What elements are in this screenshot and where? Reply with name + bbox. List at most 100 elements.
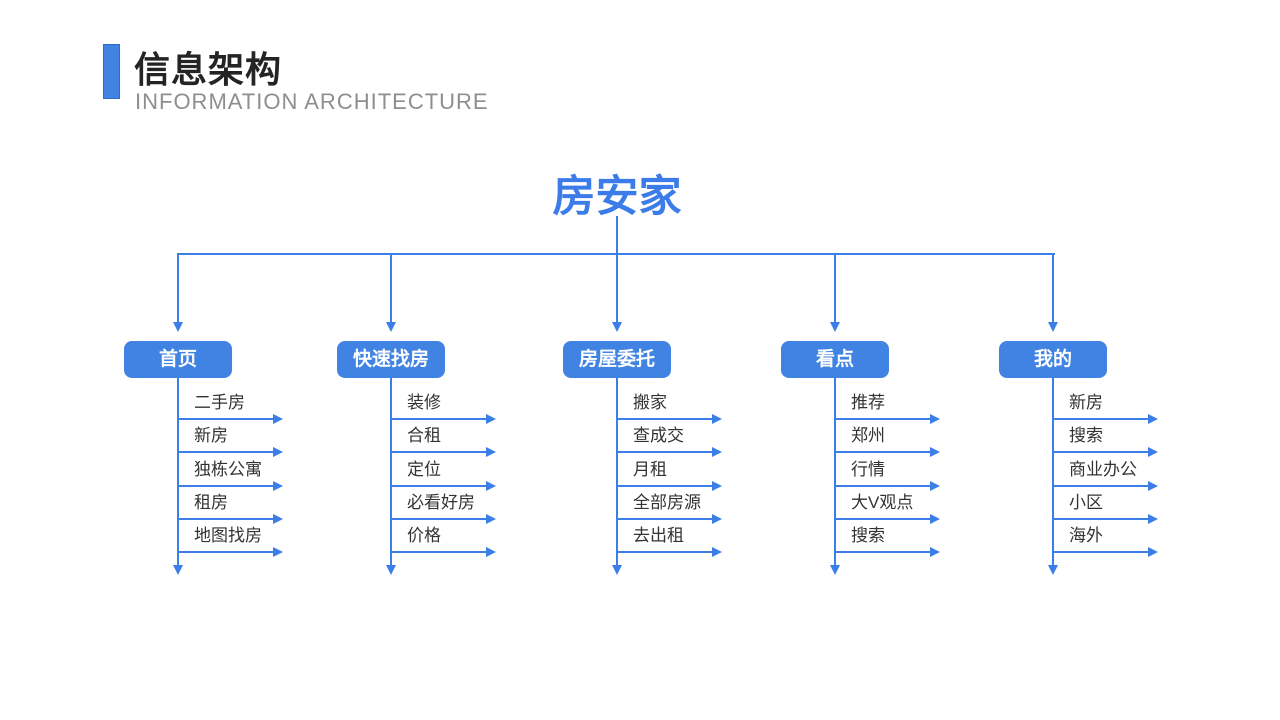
leaf-arrow-line: [835, 518, 930, 520]
branch-drop-line: [834, 253, 836, 322]
branch-spine-line: [616, 378, 618, 565]
arrow-down-icon: [386, 322, 396, 332]
branch-node-highlights: 看点: [781, 341, 889, 378]
arrow-right-icon: [486, 447, 496, 457]
header-accent-bar: [103, 44, 120, 99]
arrow-right-icon: [486, 481, 496, 491]
leaf-item-label: 推荐: [851, 393, 885, 412]
arrow-down-icon: [173, 565, 183, 575]
leaf-arrow-line: [835, 451, 930, 453]
arrow-right-icon: [712, 547, 722, 557]
arrow-right-icon: [273, 481, 283, 491]
branch-drop-line: [177, 253, 179, 322]
arrow-right-icon: [930, 514, 940, 524]
leaf-arrow-line: [617, 518, 712, 520]
leaf-item-label: 搜索: [851, 526, 885, 545]
leaf-item-label: 查成交: [633, 426, 684, 445]
leaf-arrow-line: [617, 451, 712, 453]
branch-drop-line: [1052, 253, 1054, 322]
leaf-item-label: 独栋公寓: [194, 460, 262, 479]
leaf-arrow-line: [178, 451, 273, 453]
leaf-arrow-line: [391, 518, 486, 520]
page-subtitle: INFORMATION ARCHITECTURE: [135, 89, 489, 114]
arrow-right-icon: [712, 514, 722, 524]
leaf-item-label: 租房: [194, 493, 228, 512]
arrow-down-icon: [173, 322, 183, 332]
leaf-arrow-line: [1053, 485, 1148, 487]
leaf-arrow-line: [835, 485, 930, 487]
leaf-item-label: 月租: [633, 460, 667, 479]
leaf-arrow-line: [391, 418, 486, 420]
leaf-item-label: 搜索: [1069, 426, 1103, 445]
leaf-item-label: 全部房源: [633, 493, 701, 512]
arrow-down-icon: [1048, 565, 1058, 575]
branch-spine-line: [834, 378, 836, 565]
arrow-down-icon: [1048, 322, 1058, 332]
arrow-down-icon: [612, 565, 622, 575]
branch-spine-line: [390, 378, 392, 565]
branch-spine-line: [1052, 378, 1054, 565]
branch-drop-line: [390, 253, 392, 322]
leaf-item-label: 二手房: [194, 393, 245, 412]
leaf-arrow-line: [178, 485, 273, 487]
leaf-arrow-line: [1053, 551, 1148, 553]
leaf-arrow-line: [617, 418, 712, 420]
arrow-right-icon: [930, 481, 940, 491]
arrow-right-icon: [486, 547, 496, 557]
leaf-item-label: 去出租: [633, 526, 684, 545]
branch-node-home: 首页: [124, 341, 232, 378]
leaf-arrow-line: [178, 418, 273, 420]
leaf-item-label: 新房: [1069, 393, 1103, 412]
leaf-item-label: 郑州: [851, 426, 885, 445]
arrow-right-icon: [712, 447, 722, 457]
leaf-item-label: 装修: [407, 393, 441, 412]
leaf-arrow-line: [1053, 451, 1148, 453]
branch-spine-line: [177, 378, 179, 565]
arrow-right-icon: [1148, 481, 1158, 491]
arrow-right-icon: [1148, 447, 1158, 457]
arrow-right-icon: [273, 447, 283, 457]
root-connector-stub: [616, 216, 618, 254]
arrow-right-icon: [930, 547, 940, 557]
leaf-arrow-line: [835, 418, 930, 420]
arrow-right-icon: [273, 414, 283, 424]
leaf-item-label: 行情: [851, 460, 885, 479]
arrow-down-icon: [830, 322, 840, 332]
leaf-arrow-line: [178, 551, 273, 553]
leaf-item-label: 定位: [407, 460, 441, 479]
branch-node-quick-find-house: 快速找房: [337, 341, 445, 378]
arrow-right-icon: [486, 514, 496, 524]
arrow-right-icon: [273, 514, 283, 524]
arrow-right-icon: [712, 414, 722, 424]
leaf-arrow-line: [835, 551, 930, 553]
arrow-down-icon: [612, 322, 622, 332]
branch-node-mine: 我的: [999, 341, 1107, 378]
leaf-item-label: 合租: [407, 426, 441, 445]
arrow-right-icon: [930, 414, 940, 424]
leaf-item-label: 海外: [1069, 526, 1103, 545]
arrow-right-icon: [1148, 414, 1158, 424]
leaf-arrow-line: [617, 485, 712, 487]
leaf-item-label: 商业办公: [1069, 460, 1137, 479]
leaf-arrow-line: [391, 485, 486, 487]
leaf-arrow-line: [391, 551, 486, 553]
arrow-down-icon: [386, 565, 396, 575]
leaf-item-label: 必看好房: [407, 493, 475, 512]
leaf-arrow-line: [1053, 518, 1148, 520]
leaf-item-label: 大V观点: [851, 493, 914, 512]
arrow-down-icon: [830, 565, 840, 575]
arrow-right-icon: [1148, 514, 1158, 524]
arrow-right-icon: [273, 547, 283, 557]
branch-drop-line: [616, 253, 618, 322]
branch-node-house-entrust: 房屋委托: [563, 341, 671, 378]
page-title: 信息架构: [134, 49, 283, 90]
leaf-item-label: 新房: [194, 426, 228, 445]
leaf-item-label: 地图找房: [194, 526, 262, 545]
leaf-arrow-line: [1053, 418, 1148, 420]
leaf-item-label: 小区: [1069, 493, 1103, 512]
arrow-right-icon: [712, 481, 722, 491]
arrow-right-icon: [1148, 547, 1158, 557]
leaf-arrow-line: [617, 551, 712, 553]
arrow-right-icon: [486, 414, 496, 424]
